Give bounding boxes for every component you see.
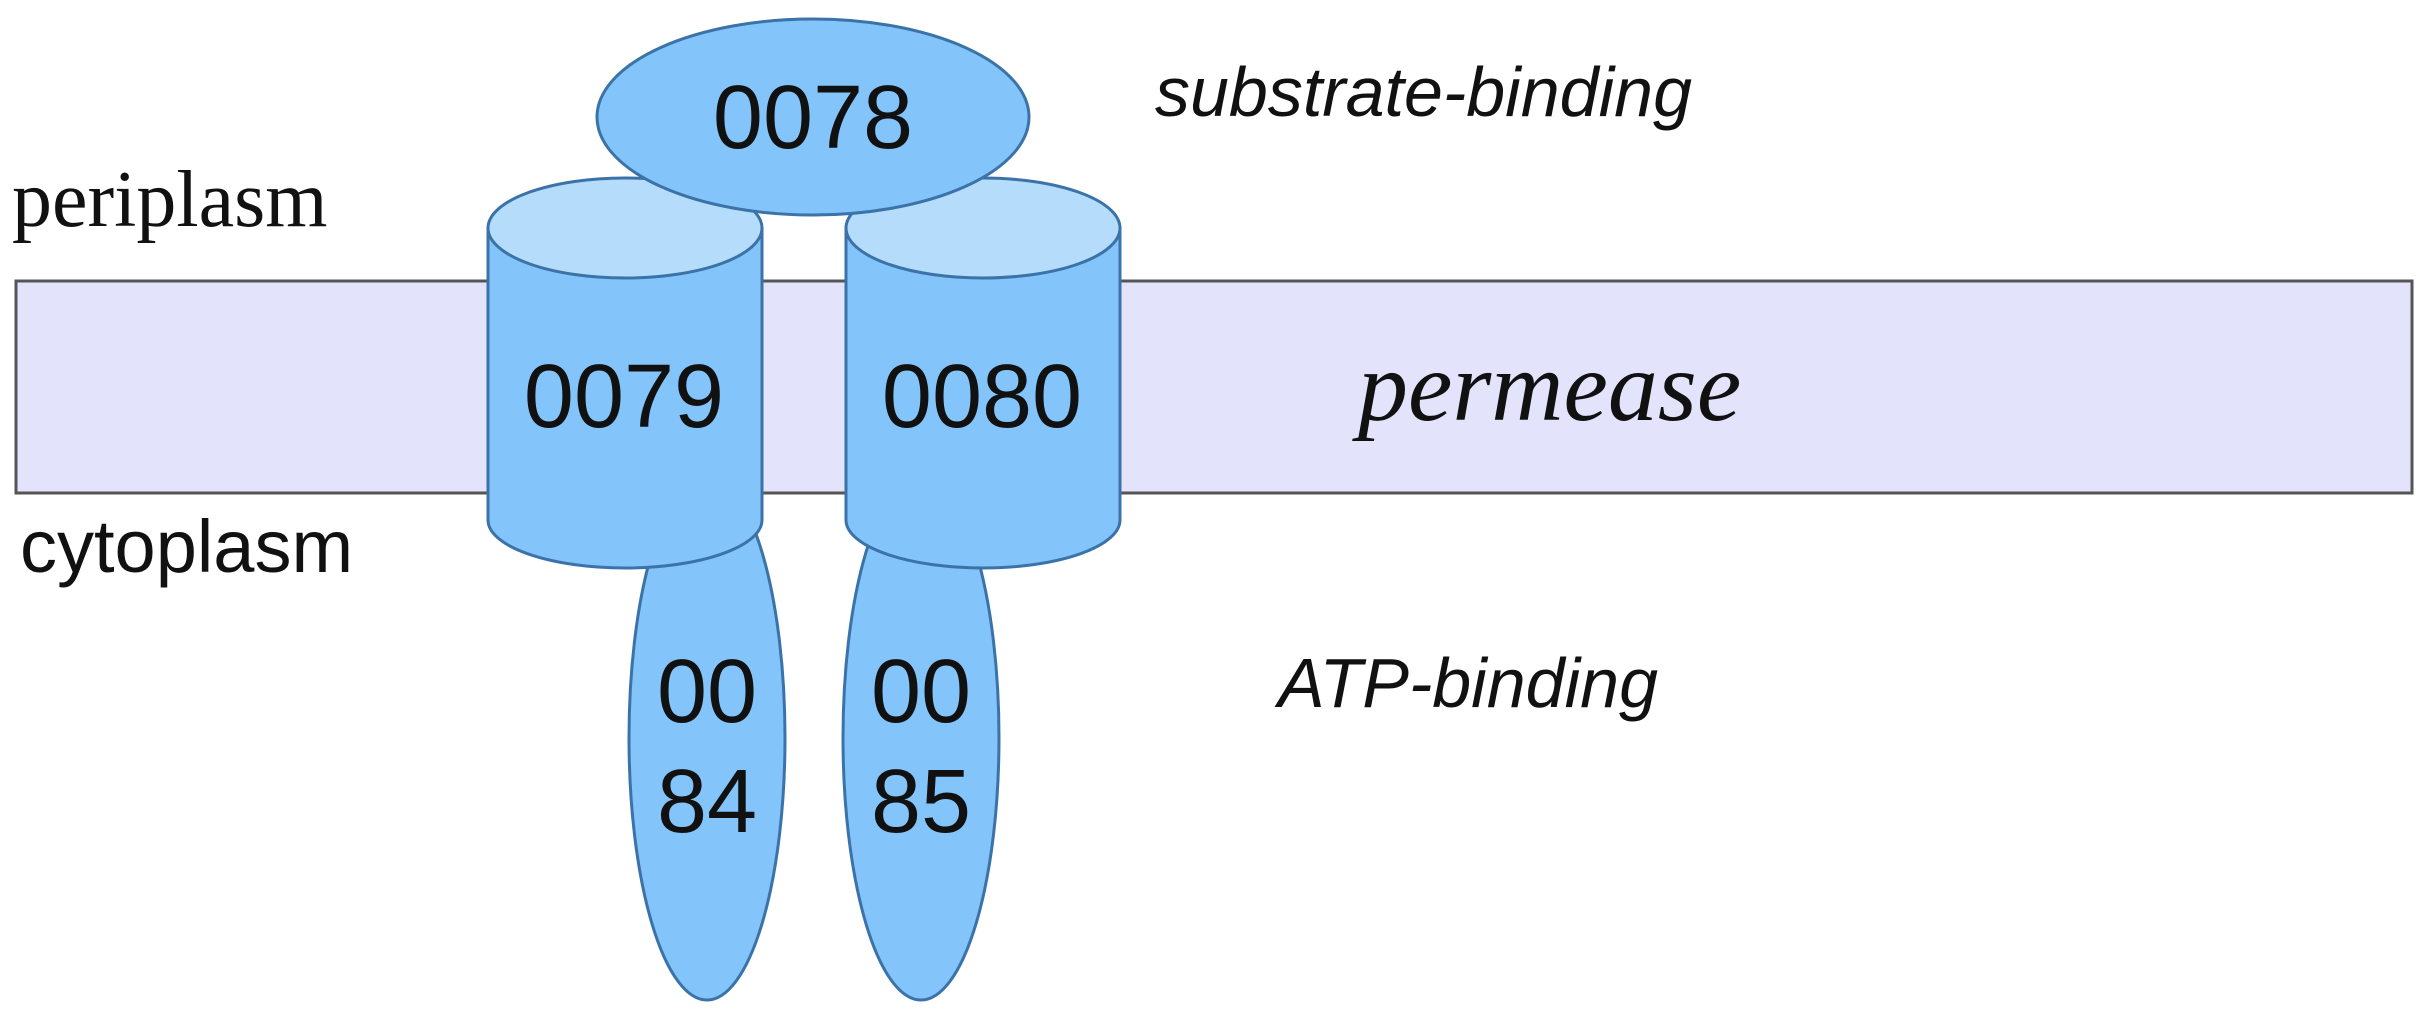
protein-0079-label: 0079 [524,347,724,447]
protein-0084-label-line1: 00 [657,642,757,742]
protein-0084-label-line2: 84 [657,752,757,852]
protein-0085-label-line2: 85 [871,752,971,852]
protein-0085-label-line1: 00 [871,642,971,742]
membrane-band [14,279,2414,495]
protein-0078-label: 0078 [713,68,913,168]
protein-0080-label: 0080 [882,347,1082,447]
permease-label: permease [1352,331,1741,442]
atp-binding-label: ATP-binding [1274,644,1658,722]
substrate-binding-label: substrate-binding [1155,53,1692,131]
protein-0078-substrate-binding-domain [595,17,1031,217]
periplasm-label: periplasm [12,156,327,244]
protein-0079-permease-cylinder [486,176,764,570]
cytoplasm-label: cytoplasm [20,505,353,588]
